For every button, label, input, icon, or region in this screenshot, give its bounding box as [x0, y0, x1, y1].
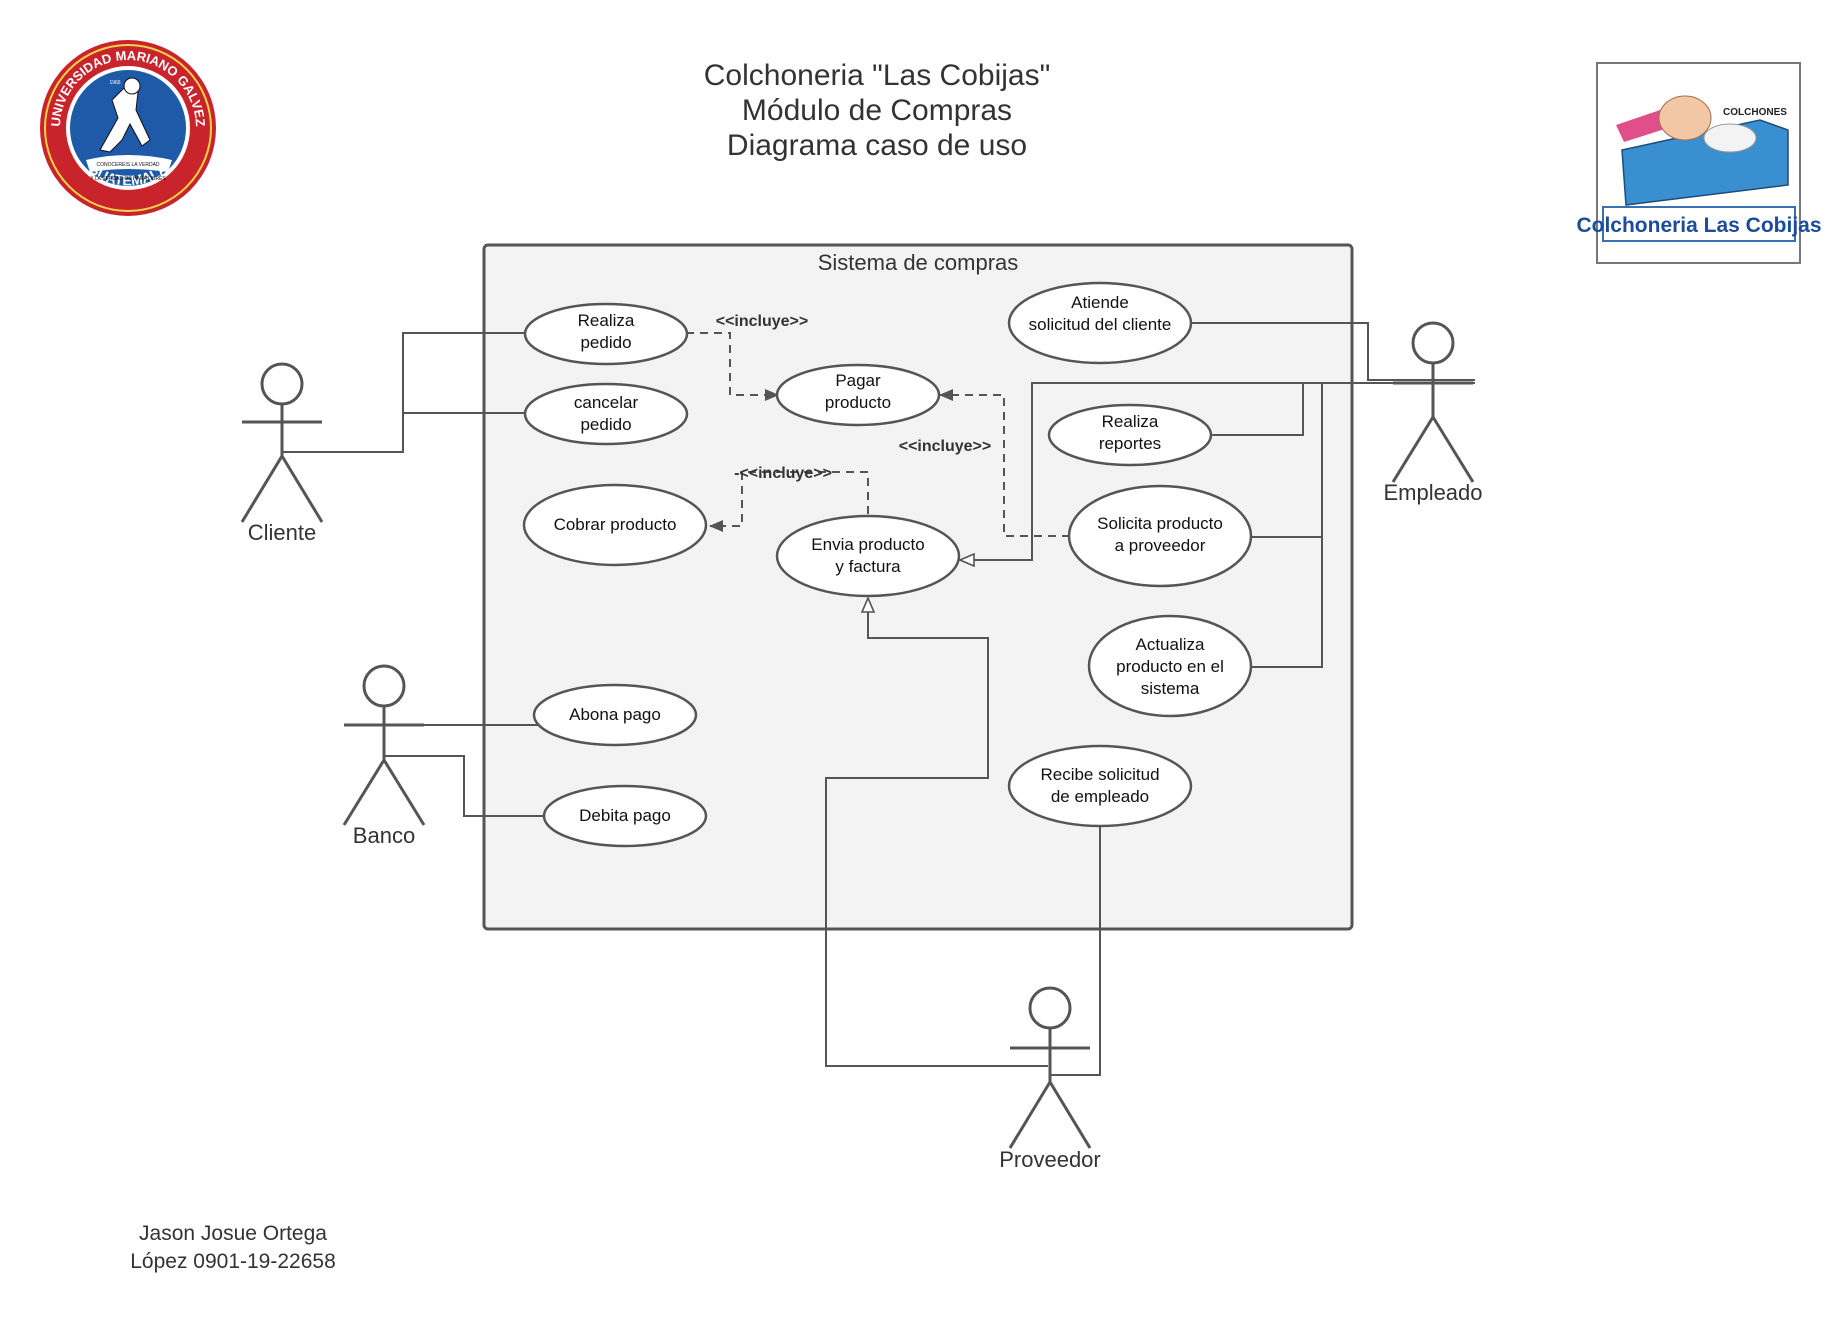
use-case-pagar-producto[interactable]: Pagar producto [775, 363, 941, 427]
university-logo: UNIVERSIDAD MARIANO GALVEZ GUATEMALA CON… [40, 40, 216, 216]
use-case-label: Abona pago [569, 705, 661, 724]
use-case-label: pedido [580, 333, 631, 352]
use-case-label: Cobrar producto [554, 515, 677, 534]
actor-label-banco: Banco [353, 823, 415, 848]
use-case-label: Realiza [1102, 412, 1159, 431]
assoc-empleado-envia [960, 382, 1392, 560]
use-case-realiza-pedido[interactable]: Realiza pedido [523, 302, 689, 366]
use-case-label: Debita pago [579, 806, 671, 825]
use-case-label: Pagar [835, 371, 881, 390]
use-case-abona-pago[interactable]: Abona pago [532, 683, 698, 747]
include-realiza-pagar [686, 332, 779, 401]
university-year: 1966 [109, 80, 120, 86]
use-case-label: cancelar [574, 393, 639, 412]
include-solicita-pagar [939, 389, 1070, 537]
use-case-label: Realiza [578, 311, 635, 330]
use-case-cancelar-pedido[interactable]: cancelar pedido [523, 382, 689, 446]
store-brand-text: COLCHONES [1723, 107, 1787, 118]
use-case-recibe-solicitud[interactable]: Recibe solicitud de empleado [1007, 744, 1193, 828]
title-line-1: Colchoneria "Las Cobijas" [704, 59, 1050, 92]
include-envia-cobrar [709, 471, 869, 532]
store-logo: COLCHONES Colchoneria Las Cobijas [1576, 62, 1822, 264]
title-line-2: Módulo de Compras [742, 94, 1012, 127]
use-case-label: solicitud del cliente [1029, 315, 1172, 334]
use-case-label: Envia producto [811, 535, 924, 554]
include-label-3: -<<incluye>> [734, 465, 832, 482]
university-motto-2: Y LA VERDAD OS HARA LIBRES [90, 176, 166, 182]
include-label-1: <<incluye>> [716, 313, 809, 330]
assoc-proveedor-recibe [1050, 823, 1101, 1076]
actor-banco[interactable]: Banco [342, 664, 426, 848]
use-case-label: Atiende [1071, 293, 1129, 312]
author-line-1: Jason Josue Ortega [139, 1222, 327, 1245]
use-case-label: y factura [835, 557, 901, 576]
assoc-banco-debita [384, 755, 546, 817]
use-case-label: reportes [1099, 434, 1161, 453]
actor-label-cliente: Cliente [248, 520, 316, 545]
store-logo-caption: Colchoneria Las Cobijas [1576, 214, 1821, 237]
system-title: Sistema de compras [818, 250, 1019, 275]
assoc-cliente-realiza [282, 332, 527, 453]
use-case-cobrar-producto[interactable]: Cobrar producto [522, 483, 708, 567]
use-case-label: de empleado [1051, 787, 1149, 806]
use-case-label: sistema [1141, 679, 1200, 698]
use-case-solicita-producto[interactable]: Solicita producto a proveedor [1067, 484, 1253, 588]
actor-label-proveedor: Proveedor [999, 1147, 1101, 1172]
assoc-empleado-actualiza [1250, 537, 1323, 668]
use-case-label: a proveedor [1115, 536, 1206, 555]
use-case-label: Recibe solicitud [1040, 765, 1159, 784]
use-case-debita-pago[interactable]: Debita pago [542, 784, 708, 848]
use-case-actualiza-producto[interactable]: Actualiza producto en el sistema [1087, 614, 1253, 718]
actor-cliente[interactable]: Cliente [240, 362, 324, 545]
use-case-realiza-reportes[interactable]: Realiza reportes [1047, 403, 1213, 467]
actor-label-empleado: Empleado [1383, 480, 1482, 505]
actor-empleado[interactable]: Empleado [1383, 321, 1483, 505]
association-lines [282, 322, 1475, 1076]
use-case-label: pedido [580, 415, 631, 434]
use-case-envia-producto[interactable]: Envia producto y factura [775, 514, 961, 598]
title-line-3: Diagrama caso de uso [727, 129, 1027, 162]
assoc-proveedor-envia [825, 598, 1048, 1067]
use-case-label: producto en el [1116, 657, 1224, 676]
author-line-2: López 0901-19-22658 [130, 1250, 336, 1273]
assoc-empleado-atiende [1190, 322, 1475, 381]
use-case-label: Solicita producto [1097, 514, 1223, 533]
use-case-label: Actualiza [1136, 635, 1206, 654]
university-motto-1: CONOCEREIS LA VERDAD [96, 162, 159, 168]
use-case-atiende-solicitud[interactable]: Atiende solicitud del cliente [1007, 281, 1193, 365]
use-case-label: producto [825, 393, 891, 412]
actor-proveedor[interactable]: Proveedor [999, 986, 1101, 1172]
include-label-2: <<incluye>> [899, 438, 992, 455]
